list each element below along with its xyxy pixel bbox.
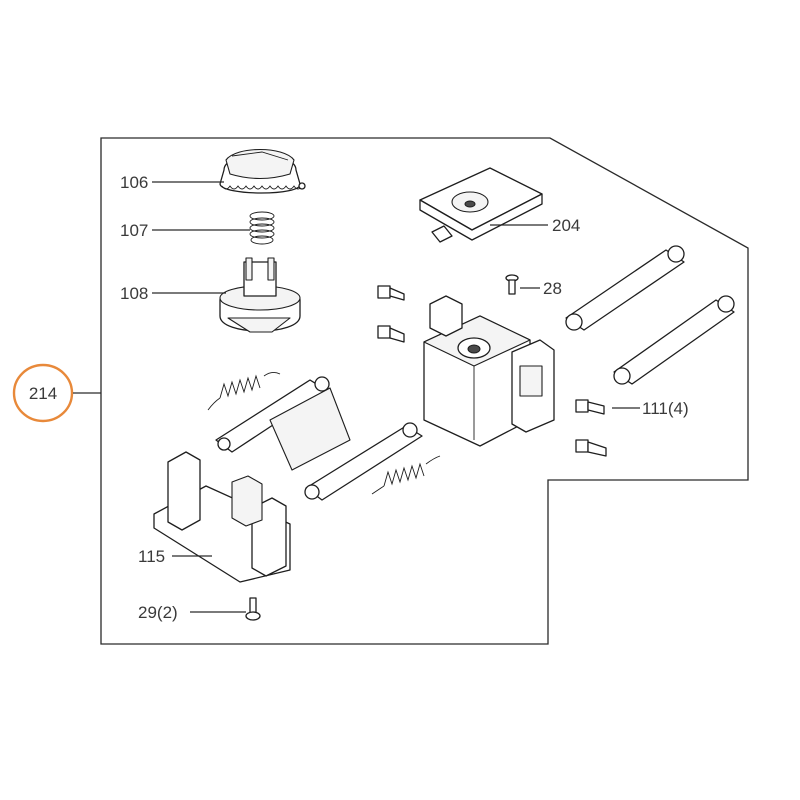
pin-part-111[interactable]: 111(4) — [575, 399, 689, 457]
screw-part-29[interactable]: 29(2) — [138, 597, 261, 622]
screw-part-28[interactable]: 28 — [505, 274, 562, 298]
arm-upper-right — [565, 245, 685, 331]
spring-left — [207, 371, 281, 411]
label-108: 108 — [120, 284, 148, 303]
cam-part-108[interactable]: 108 — [120, 257, 301, 333]
assembly-callout[interactable]: 214 — [12, 363, 101, 423]
label-107: 107 — [120, 221, 148, 240]
assembly-number: 214 — [29, 384, 57, 403]
label-115: 115 — [138, 547, 165, 566]
knob-part-106[interactable]: 106 — [120, 148, 306, 194]
arm-lower-right — [613, 295, 735, 385]
label-28: 28 — [543, 279, 562, 298]
label-111: 111(4) — [642, 399, 689, 418]
screws-left — [377, 285, 405, 343]
cover-part-204[interactable]: 204 — [419, 167, 580, 243]
label-204: 204 — [552, 216, 580, 235]
bracket-part-115[interactable]: 115 — [138, 451, 291, 583]
label-106: 106 — [120, 173, 148, 192]
spring-right — [371, 455, 441, 495]
spring-part-107[interactable]: 107 — [120, 211, 275, 245]
motor-housing[interactable] — [423, 295, 555, 447]
assembly-highlight-circle — [12, 363, 74, 423]
label-29: 29(2) — [138, 603, 178, 622]
assembly-boundary — [100, 137, 749, 645]
linkage-frame — [215, 376, 423, 501]
